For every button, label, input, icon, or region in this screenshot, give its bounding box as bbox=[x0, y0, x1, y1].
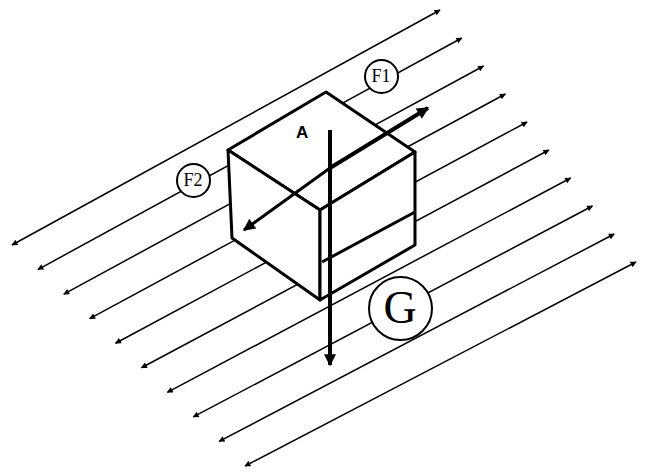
f1-arrow bbox=[330, 108, 428, 168]
field-lines bbox=[12, 10, 636, 466]
force-name: F2 bbox=[183, 171, 202, 189]
f2-arrow bbox=[244, 168, 330, 230]
block-cube bbox=[228, 92, 415, 300]
force-arrows bbox=[244, 108, 428, 365]
force-label-circle: F1 bbox=[364, 59, 399, 94]
gravity-arrow bbox=[328, 168, 332, 365]
cube-left bbox=[228, 150, 320, 300]
force-label-circle: G bbox=[368, 276, 433, 341]
force-name: G bbox=[383, 285, 416, 331]
field-line bbox=[245, 262, 636, 466]
block-name: A bbox=[296, 124, 308, 141]
cube-edge bbox=[322, 212, 415, 262]
force-name: F1 bbox=[371, 67, 390, 85]
force-label-circle: F2 bbox=[176, 163, 211, 198]
normal-stub bbox=[328, 130, 332, 168]
